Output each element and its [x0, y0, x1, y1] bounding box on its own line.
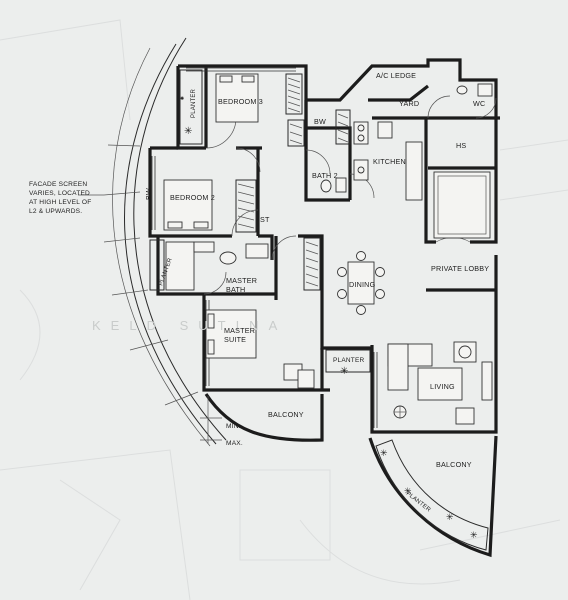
- label-bedroom-2: BEDROOM 2: [170, 193, 215, 202]
- planters: ✺ ✳ ✳ ✳ ✳ ✳ ✳: [149, 69, 489, 551]
- svg-text:✳: ✳: [404, 486, 412, 496]
- label-wc: WC: [473, 99, 485, 108]
- label-living: LIVING: [430, 382, 455, 391]
- wardrobes: [235, 73, 351, 291]
- label-planter-top: PLANTER: [191, 88, 197, 118]
- label-bedroom-3: BEDROOM 3: [218, 97, 263, 106]
- dimension-max: MAX.: [226, 440, 243, 447]
- dimension-marks: [78, 194, 222, 444]
- fixtures: [165, 83, 493, 291]
- label-planter-mid: PLANTER: [333, 357, 364, 364]
- label-balcony-left: BALCONY: [268, 410, 304, 419]
- label-hs: HS: [456, 141, 466, 150]
- facade-note-line-2: VARIES, LOCATED: [29, 190, 90, 197]
- label-balcony-right: BALCONY: [436, 460, 472, 469]
- label-yard: YARD: [399, 99, 419, 108]
- label-ac-ledge: A/C LEDGE: [376, 71, 416, 80]
- facade-note: FACADE SCREEN VARIES, LOCATED AT HIGH LE…: [29, 181, 91, 215]
- facade-note-line-3: AT HIGH LEVEL OF: [29, 199, 91, 206]
- label-bw-left: BW: [144, 188, 153, 200]
- facade-note-line-1: FACADE SCREEN: [29, 181, 87, 188]
- watermark: KELD SUTINA: [92, 318, 287, 333]
- svg-text:✺: ✺: [180, 96, 184, 102]
- furniture-chairs: [283, 363, 315, 389]
- svg-text:✳: ✳: [446, 512, 454, 522]
- furniture-beds: [163, 73, 259, 359]
- background-ghost-lines: [0, 19, 568, 600]
- svg-text:✳: ✳: [340, 366, 348, 377]
- svg-text:✳: ✳: [380, 448, 388, 458]
- svg-text:✳: ✳: [470, 530, 478, 540]
- doors: [203, 95, 497, 295]
- label-bw-top: BW: [314, 117, 326, 126]
- label-bath-2: BATH 2: [312, 171, 338, 180]
- svg-text:✳: ✳: [184, 126, 192, 137]
- label-dining: DINING: [349, 280, 376, 289]
- facade-screen: [103, 37, 227, 447]
- furniture-living: [387, 341, 493, 425]
- dimension-min: MIN.: [226, 423, 241, 430]
- facade-note-line-4: L2 & UPWARDS.: [29, 208, 82, 215]
- furniture-dining: [337, 251, 385, 315]
- label-private-lobby: PRIVATE LOBBY: [431, 264, 489, 273]
- label-st: ST: [260, 215, 270, 224]
- label-kitchen: KITCHEN: [373, 157, 406, 166]
